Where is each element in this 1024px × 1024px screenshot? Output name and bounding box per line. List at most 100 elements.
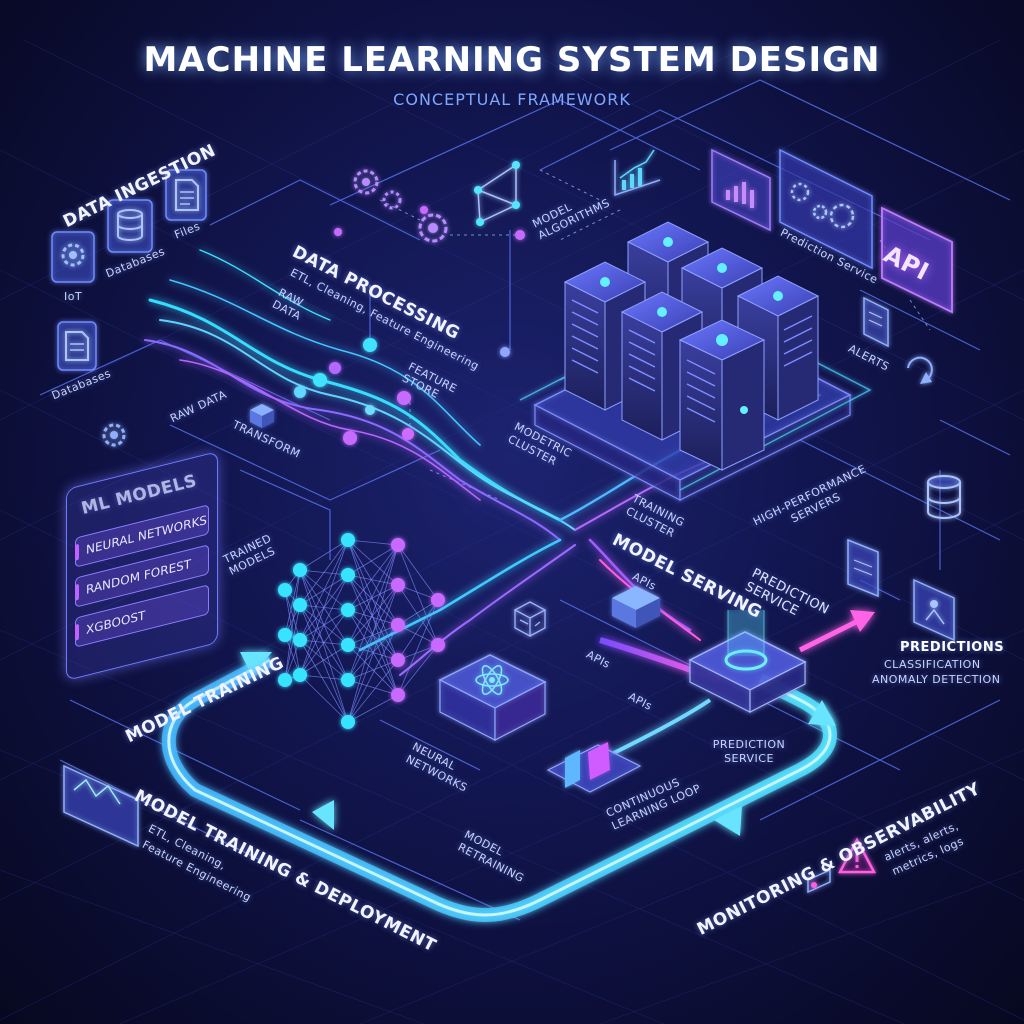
nn-edge: [347, 544, 399, 611]
atom-chip-icon: [438, 654, 547, 741]
nn-node: [391, 578, 405, 592]
warning-icon: [837, 837, 877, 874]
nn-edge: [347, 544, 399, 646]
nn-edge: [397, 644, 439, 661]
nn-edge: [284, 569, 301, 636]
api-panel-icon: [881, 206, 953, 314]
nn-edge: [397, 624, 439, 646]
nn-edge: [284, 604, 301, 681]
nn-node: [431, 593, 445, 607]
predictions-title: PREDICTIONS: [900, 640, 1005, 655]
refresh-icon: [907, 356, 933, 384]
nn-node: [341, 533, 355, 547]
ml-models-panel: NEURAL NETWORKS RANDOM FOREST XGBOOST: [66, 451, 218, 681]
nn-node: [391, 653, 405, 667]
nn-edge: [347, 539, 399, 626]
nn-edge: [299, 674, 349, 723]
nn-edge: [397, 599, 439, 661]
nn-edge: [347, 609, 399, 626]
nn-edge: [347, 544, 399, 723]
nn-node: [341, 603, 355, 617]
page-subtitle: CONCEPTUAL FRAMEWORK: [393, 90, 631, 109]
files-icon: [165, 169, 207, 221]
nn-node: [341, 638, 355, 652]
nn-edge: [299, 644, 349, 676]
nn-edge: [347, 659, 399, 723]
nn-edge: [397, 644, 439, 696]
nn-edge: [299, 539, 349, 606]
nn-edge: [284, 634, 301, 676]
tensor-cube-icon: [513, 601, 547, 638]
nn-edge: [299, 539, 349, 571]
neural-network-graph: [278, 533, 445, 729]
nn-edge: [299, 674, 349, 681]
nn-edge: [397, 599, 439, 626]
nn-edge: [299, 574, 349, 676]
nn-edge: [397, 584, 439, 601]
prediction-service-label: PREDICTION SERVICE: [712, 738, 786, 765]
nn-edge: [347, 544, 399, 681]
nn-edge: [347, 624, 399, 646]
prediction-service-panel: [779, 148, 873, 270]
nn-node: [293, 563, 307, 577]
nn-edge: [299, 639, 349, 723]
report-panel-icon: [847, 538, 879, 598]
document-icon: [863, 296, 889, 348]
nn-edge: [347, 539, 399, 546]
nn-edge: [397, 599, 439, 696]
nn-edge: [284, 639, 301, 681]
nn-edge: [299, 609, 349, 676]
database-right-icon: [927, 475, 961, 519]
monitoring-chart-panel-icon: [63, 764, 139, 848]
nn-node: [391, 538, 405, 552]
nn-node: [293, 598, 307, 612]
server-rack-6: [678, 319, 766, 471]
nn-node: [341, 715, 355, 729]
processing-cube-icon: [250, 404, 274, 428]
nn-edge: [347, 694, 399, 723]
nn-edge: [397, 544, 439, 646]
nn-edge: [397, 544, 439, 601]
dashboard-panel-icon: [711, 148, 771, 232]
page-title: MACHINE LEARNING SYSTEM DESIGN: [143, 40, 881, 80]
flow-nodes: [294, 206, 525, 445]
nn-edge: [347, 584, 399, 723]
nn-edge: [347, 659, 399, 681]
iot-label: IoT: [64, 290, 83, 303]
learning-loop-module-icon: [546, 742, 642, 793]
server-rack-5: [620, 291, 704, 441]
nn-edge: [347, 544, 399, 576]
nn-edge: [284, 589, 301, 641]
data-module-icon: [612, 586, 660, 628]
nn-node: [391, 618, 405, 632]
nn-edge: [347, 574, 399, 586]
prediction-device-icon: [688, 610, 807, 713]
nn-edge: [299, 539, 349, 641]
gear-small-icon: [102, 423, 126, 447]
nn-node: [341, 568, 355, 582]
nn-edge: [284, 569, 301, 681]
iot-gear-icon: [51, 231, 95, 283]
nn-edge: [397, 584, 439, 646]
database-left-icon: [57, 321, 97, 371]
nn-edge: [347, 539, 399, 586]
nn-node: [341, 673, 355, 687]
nn-node: [293, 633, 307, 647]
nn-edge: [347, 584, 399, 646]
nn-node: [278, 628, 292, 642]
continuous-loop: [161, 653, 837, 922]
nn-edge: [347, 574, 399, 626]
user-panel-icon: [913, 578, 955, 642]
nn-edge: [284, 589, 301, 676]
grid-lines: [0, 39, 1024, 1024]
nn-node: [293, 668, 307, 682]
network-graph-icon: [474, 161, 520, 226]
nn-edge: [299, 569, 349, 723]
nn-node: [278, 673, 292, 687]
toggle-icon: [807, 868, 831, 894]
gears-icon: [353, 169, 448, 243]
predictions-line2: ANOMALY DETECTION: [872, 673, 1001, 686]
